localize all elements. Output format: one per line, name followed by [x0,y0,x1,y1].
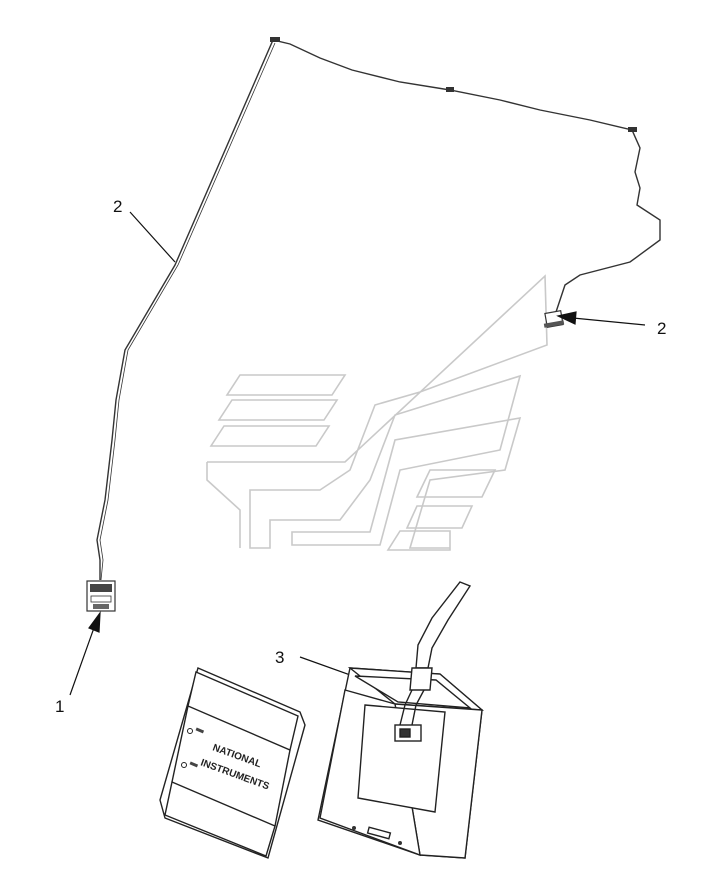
led-indicator [187,728,193,734]
daq-cover [159,667,306,859]
sensor-connector [543,310,565,328]
enclosure-cable [394,581,472,742]
plug-module [86,580,116,612]
callout-2-right: 2 [657,319,666,338]
cable-clip [270,37,637,132]
sensor-cable [96,39,661,581]
callout-1: 1 [55,697,64,716]
callout-3: 3 [275,648,284,667]
led-indicator [181,762,187,768]
callout-leaders [69,211,646,696]
watermark-logo [206,274,548,551]
daq-enclosure [317,667,485,859]
callout-2-left: 2 [113,197,122,216]
